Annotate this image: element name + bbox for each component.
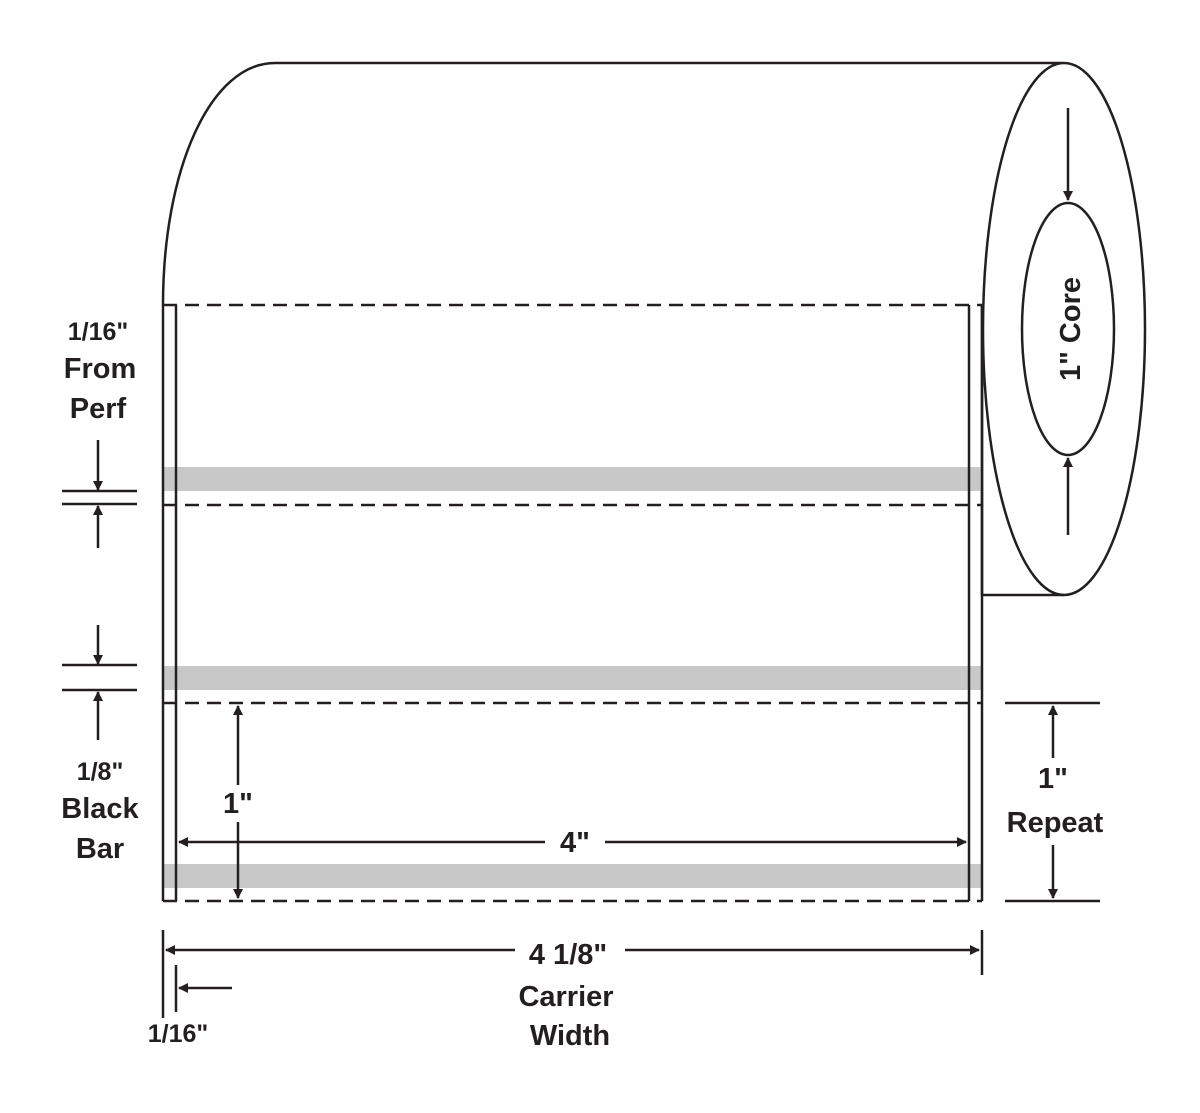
bar-black-label: Black bbox=[61, 793, 139, 825]
repeat-value-label: 1" bbox=[1038, 763, 1068, 795]
perf-offset-label: 1/16" bbox=[68, 318, 129, 346]
repeat-word-label: Repeat bbox=[1007, 807, 1104, 839]
bar-size-label: 1/8" bbox=[77, 758, 124, 786]
black-bar bbox=[163, 467, 982, 491]
core-ellipse bbox=[1020, 201, 1116, 457]
carrier-word2-label: Width bbox=[530, 1020, 610, 1052]
black-bar bbox=[163, 864, 982, 888]
bar-word-label: Bar bbox=[76, 833, 124, 865]
perf-from-label: From bbox=[64, 353, 137, 385]
edge-offset-label: 1/16" bbox=[148, 1020, 209, 1048]
black-bar bbox=[163, 666, 982, 690]
inner-height-label: 1" bbox=[223, 788, 253, 820]
core-label: 1" Core bbox=[1055, 277, 1087, 381]
label-width-label: 4" bbox=[560, 827, 590, 859]
roll-outline bbox=[161, 61, 1062, 306]
carrier-word1-label: Carrier bbox=[518, 981, 613, 1013]
perf-word-label: Perf bbox=[70, 393, 127, 425]
carrier-value-label: 4 1/8" bbox=[529, 939, 607, 971]
